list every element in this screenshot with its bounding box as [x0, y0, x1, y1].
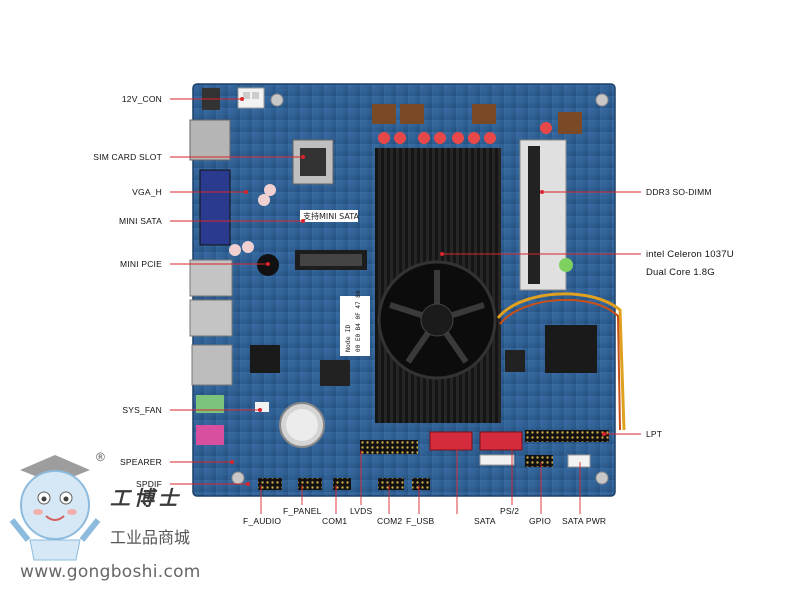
sata-port-2: [479, 431, 523, 451]
brand-subtitle: 工业品商城: [110, 528, 191, 547]
f-panel-header: [298, 478, 322, 490]
brand-name: 工博士: [110, 486, 182, 510]
mac-label: [340, 296, 370, 356]
label-vga-h: VGA_H: [132, 187, 162, 197]
sys-fan-header: [255, 402, 269, 412]
sata-pwr-header: [567, 454, 591, 468]
minisata-board-text: 支持MINI SATA: [303, 211, 359, 221]
sata-port-1: [429, 431, 473, 451]
ps2-header: [479, 454, 515, 466]
rear-io-vga: [199, 169, 231, 246]
label-mini-pcie: MINI PCIE: [120, 259, 162, 269]
com1-header: [333, 478, 351, 490]
registered-mark: ®: [96, 450, 105, 464]
label-f-audio: F_AUDIO: [243, 516, 282, 526]
mascot-logo: [9, 455, 101, 561]
label-ps2: PS/2: [500, 506, 520, 516]
f-usb-header: [412, 478, 430, 490]
vrm-inductors: [372, 104, 582, 144]
label-com1: COM1: [322, 516, 348, 526]
label-cpu-speed: Dual Core 1.8G: [646, 267, 715, 278]
label-sata: SATA: [474, 516, 496, 526]
label-ddr3-so-dimm: DDR3 SO-DIMM: [646, 187, 712, 197]
label-sata-pwr: SATA PWR: [562, 516, 607, 526]
label-f-usb: F_USB: [406, 516, 435, 526]
brand-url: www.gongboshi.com: [20, 562, 201, 582]
minisata-label: [300, 210, 358, 222]
mac-label-line2: 00 E0 B4 0F 47 84: [355, 290, 362, 352]
mac-label-line1: Node ID: [344, 325, 352, 352]
label-12v-con: 12V_CON: [121, 94, 162, 104]
audio-jacks: [196, 395, 224, 413]
lpt-header: [525, 430, 609, 442]
label-com2: COM2: [377, 516, 403, 526]
label-lpt: LPT: [646, 429, 663, 439]
label-f-panel: F_PANEL: [283, 506, 322, 516]
label-sim-card-slot: SIM CARD SLOT: [93, 152, 162, 162]
label-cpu-model: intel Celeron 1037U: [646, 249, 734, 260]
label-sys-fan: SYS_FAN: [122, 405, 162, 415]
leader-dots: [230, 97, 606, 486]
mounting-holes: [231, 93, 609, 485]
leader-lines: [170, 98, 641, 514]
chipset: [545, 325, 597, 373]
f-audio-header: [258, 478, 282, 490]
com2-header: [378, 478, 404, 490]
label-spdif: SPDIF: [135, 479, 162, 489]
lvds-header: [360, 440, 418, 454]
ddr3-slot: [519, 139, 567, 291]
gpio-header: [525, 455, 553, 467]
label-gpio: GPIO: [529, 516, 552, 526]
label-mini-sata: MINI SATA: [118, 216, 162, 226]
label-speaker: SPEARER: [119, 457, 162, 467]
fan-cable: [496, 292, 626, 431]
label-lvds: LVDS: [350, 506, 373, 516]
